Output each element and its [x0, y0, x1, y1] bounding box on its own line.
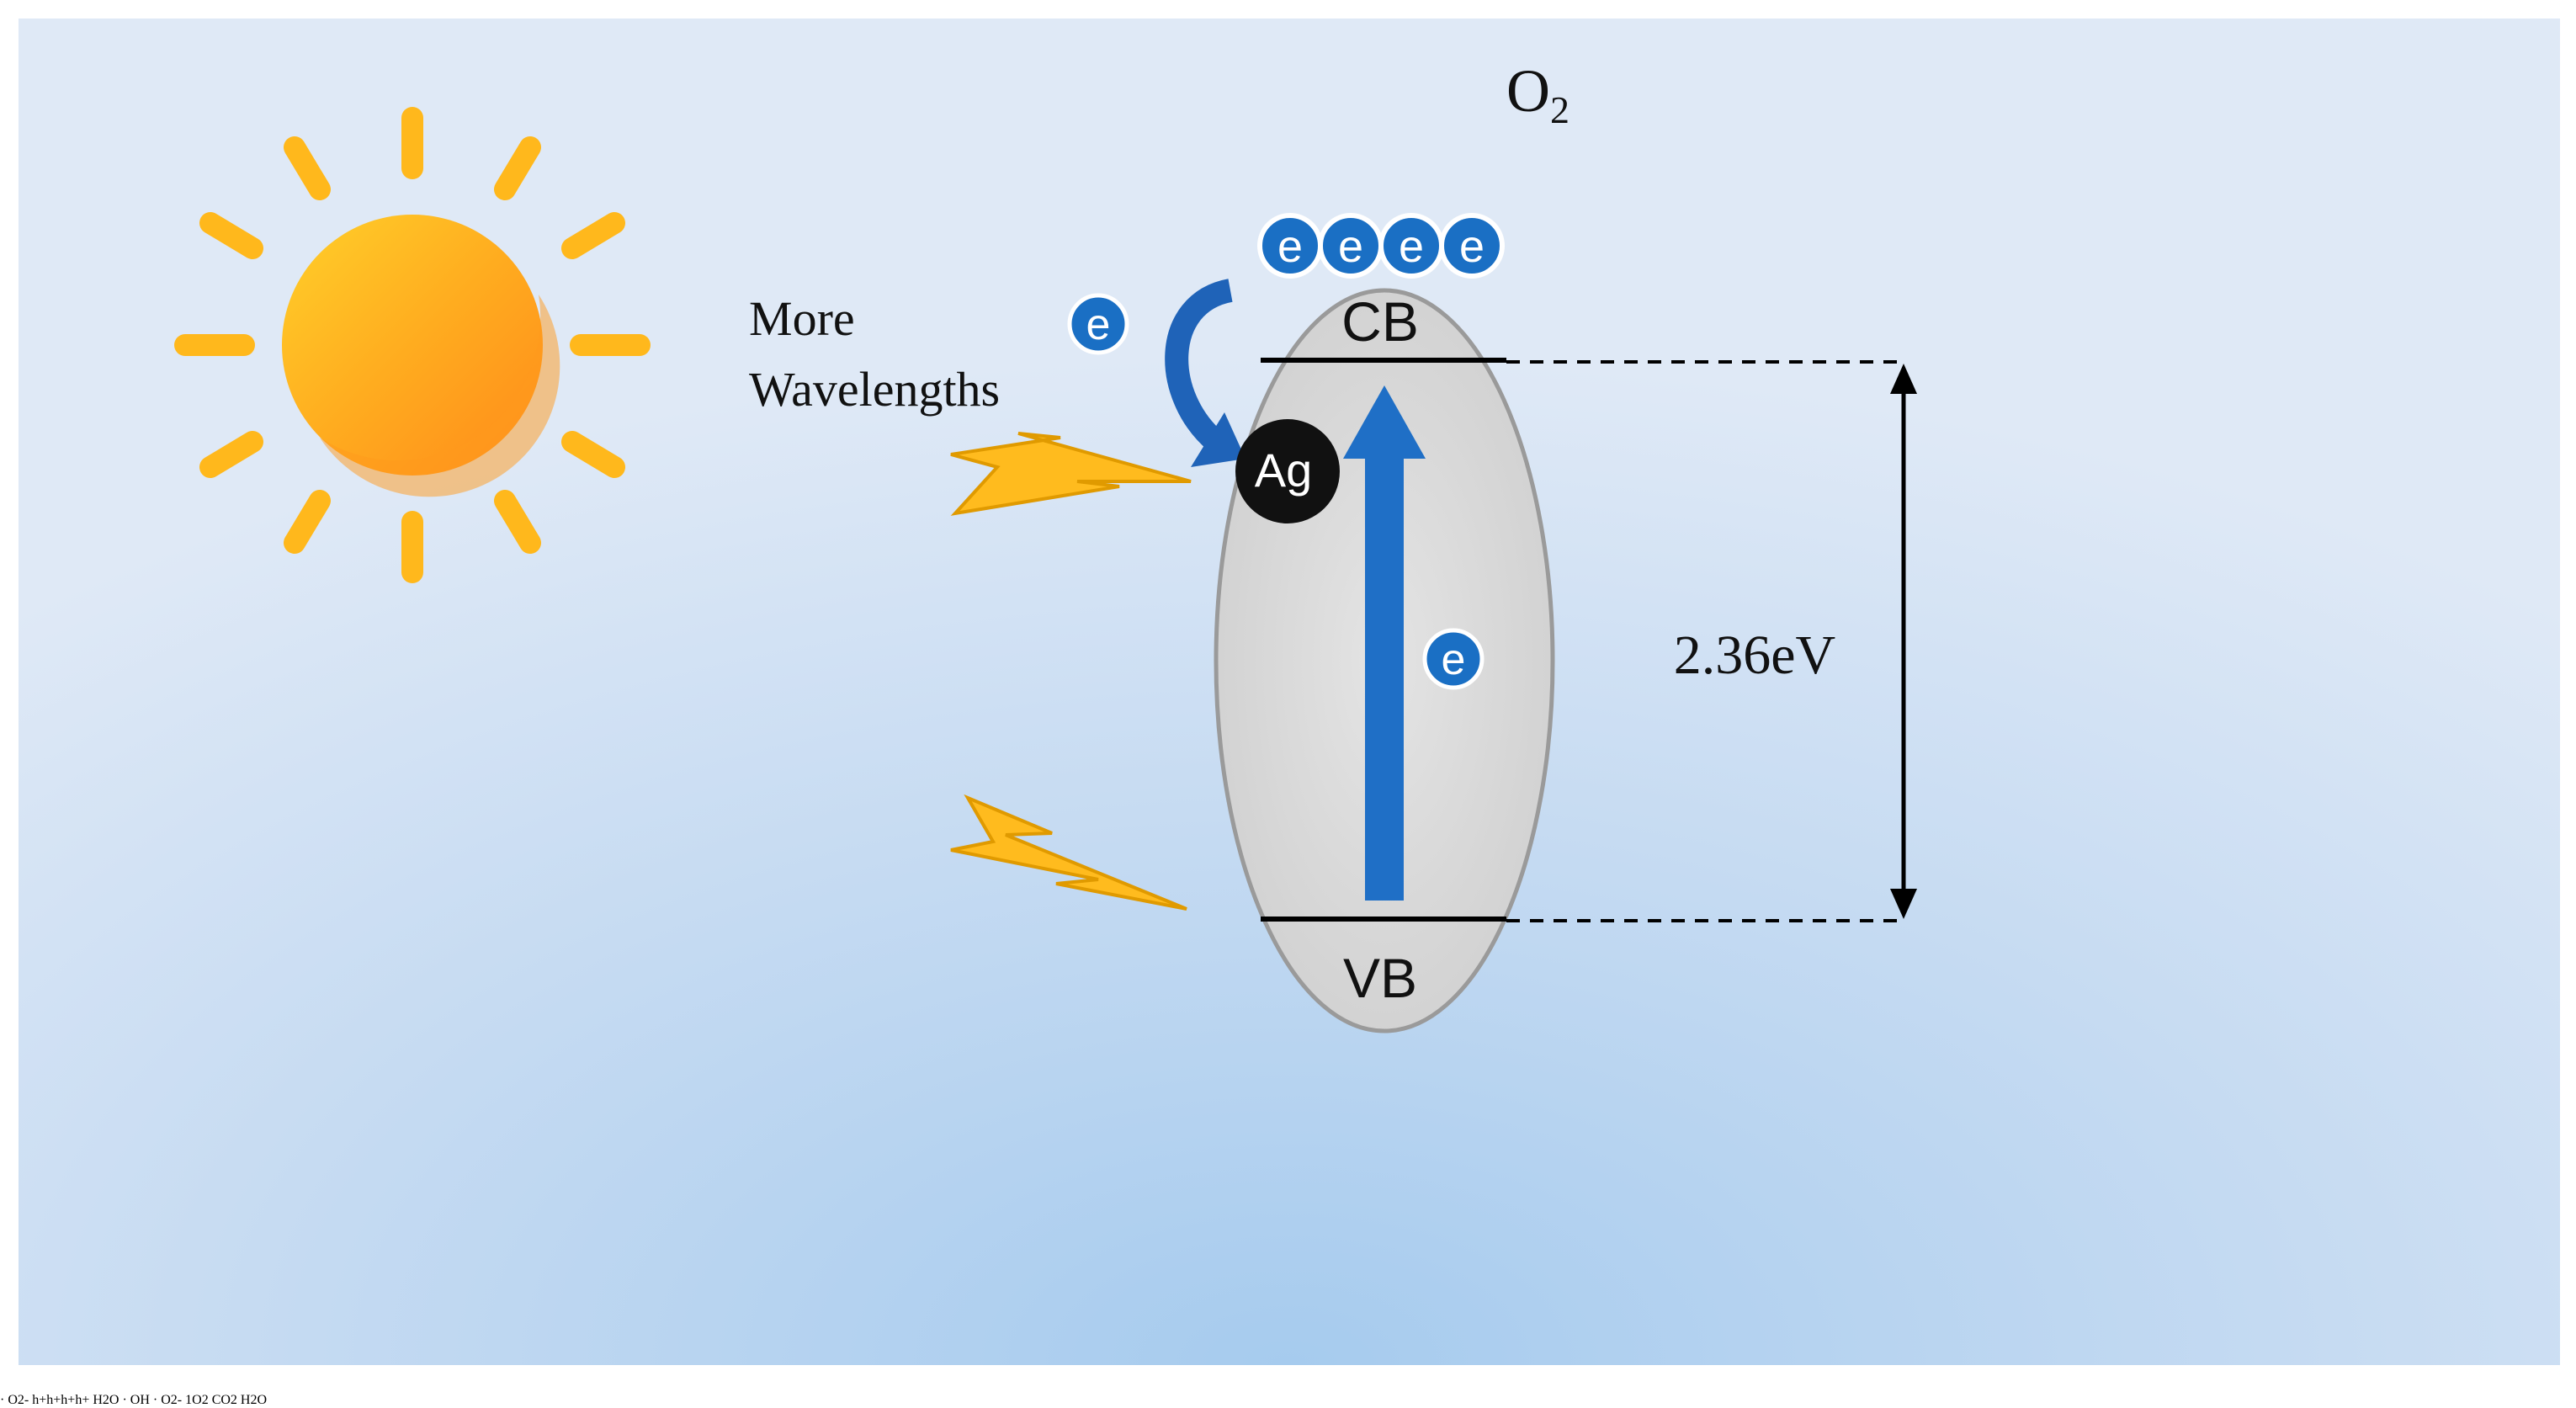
light-label-line2: Wavelengths	[749, 362, 1000, 417]
right-product: 1O2	[185, 1393, 209, 1407]
electron-icon: e	[1318, 213, 1384, 279]
svg-text:e: e	[1399, 221, 1424, 272]
cb-label: CB	[1341, 290, 1419, 353]
electron-transfer-arrow	[1165, 279, 1246, 467]
left-reactant: H2O	[93, 1393, 120, 1407]
degradation-products: CO2 H2O	[211, 1393, 268, 1407]
right-reactant: · O2-	[152, 1393, 183, 1407]
sun-icon	[174, 107, 651, 583]
electron-icon: e	[1257, 213, 1323, 279]
lightning-bolt-icon	[950, 432, 1192, 516]
band-gap-value: 2.36eV	[1674, 624, 1835, 686]
vb-label: VB	[1343, 947, 1417, 1009]
lightning-bolt-icon	[950, 794, 1187, 911]
ag-nanoparticle: Ag	[1235, 419, 1340, 523]
light-label-line1: More	[749, 291, 855, 346]
holes-label: h+h+h+h+	[32, 1393, 90, 1407]
svg-text:e: e	[1277, 221, 1303, 272]
left-product: · OH	[122, 1393, 150, 1407]
top-product: · O2-	[0, 1393, 29, 1407]
band-gap-arrow	[1890, 364, 1917, 919]
svg-text:e: e	[1338, 221, 1363, 272]
svg-text:e: e	[1086, 300, 1111, 349]
ag-label: Ag	[1255, 444, 1313, 497]
electron-icon: e	[1378, 213, 1444, 279]
svg-text:e: e	[1459, 221, 1485, 272]
cb-electron-row: e e e e	[1257, 213, 1505, 279]
excitation-arrow	[1343, 385, 1426, 901]
electron-icon: e	[1067, 293, 1129, 355]
electron-icon: e	[1439, 213, 1505, 279]
electron-icon: e	[1422, 628, 1485, 690]
svg-text:e: e	[1442, 635, 1466, 684]
